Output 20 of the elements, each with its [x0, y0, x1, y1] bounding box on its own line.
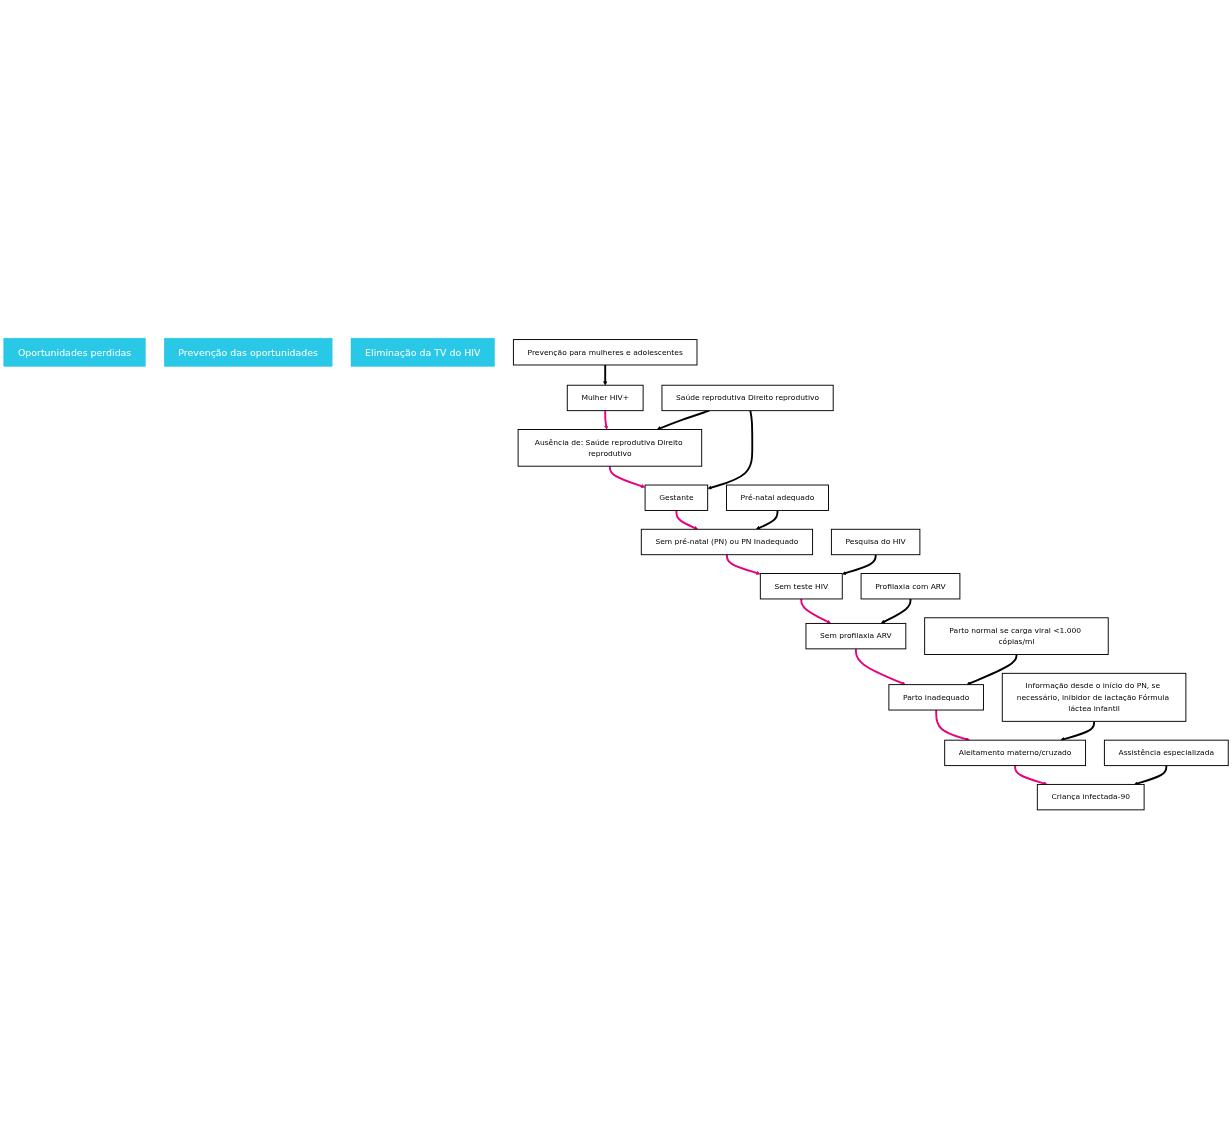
arrow: [966, 653, 1018, 686]
arrow: [935, 709, 970, 742]
arrow: [880, 598, 912, 624]
arrow: [1133, 764, 1168, 786]
arrow: [800, 598, 832, 624]
arrow: [608, 465, 646, 489]
node-box: Prevenção das oportunidades: [164, 337, 333, 367]
arrow: [755, 509, 779, 530]
arrow: [603, 364, 608, 386]
arrow: [604, 409, 609, 430]
arrow: [726, 553, 761, 575]
arrow: [656, 409, 711, 431]
arrow: [707, 409, 754, 490]
node-box: Eliminação da TV do HIV: [350, 337, 495, 367]
arrow: [842, 553, 877, 575]
node-box: Oportunidades perdidas: [3, 337, 146, 367]
arrow: [675, 509, 699, 530]
arrow: [854, 647, 906, 686]
arrow: [1060, 720, 1095, 742]
arrow: [1014, 764, 1048, 786]
